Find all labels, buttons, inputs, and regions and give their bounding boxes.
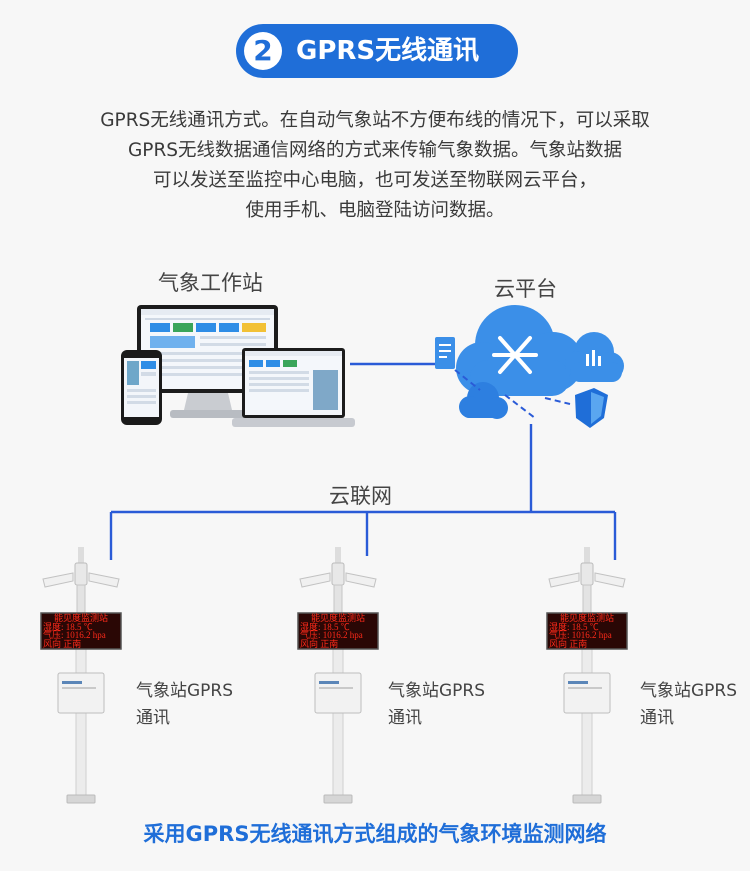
led-row-humidity: 湿度: 18.5 ℃ bbox=[300, 621, 350, 632]
intro-line: 使用手机、电脑登陆访问数据。 bbox=[245, 200, 505, 221]
station-label-line2: 通讯 bbox=[136, 708, 170, 728]
station-label-line1: 气象站GPRS bbox=[136, 681, 234, 701]
led-row-humidity: 湿度: 18.5 ℃ bbox=[549, 621, 599, 632]
weather-station-graphic bbox=[40, 547, 122, 804]
led-title: 能见度监测站 bbox=[53, 613, 108, 623]
intro-line: 可以发送至监控中心电脑，也可发送至物联网云平台， bbox=[152, 170, 597, 191]
cloud-network-label: 云联网 bbox=[329, 484, 392, 508]
weather-station-graphic bbox=[297, 547, 379, 804]
led-row-wind: 风向 正南 bbox=[43, 638, 82, 649]
laptop bbox=[232, 348, 355, 427]
mobile-phone bbox=[121, 350, 162, 425]
weather-station: 能见度监测站 湿度: 18.5 ℃ 气压: 1016.2 hpa 风向 正南 bbox=[537, 545, 637, 805]
led-row-wind: 风向 正南 bbox=[549, 638, 588, 649]
station-label-line2: 通讯 bbox=[388, 708, 422, 728]
workstation-label: 气象工作站 bbox=[158, 271, 263, 295]
led-display-text: 能见度监测站 湿度: 18.5 ℃ 气压: 1016.2 hpa 风向 正南 bbox=[300, 614, 376, 648]
station-label-line1: 气象站GPRS bbox=[388, 681, 486, 701]
cloud-platform-label: 云平台 bbox=[494, 277, 557, 301]
weather-station: 能见度监测站 湿度: 18.5 ℃ 气压: 1016.2 hpa 风向 正南 bbox=[288, 545, 388, 805]
station-label: 气象站GPRS 通讯 bbox=[640, 678, 737, 732]
cloud-platform bbox=[435, 305, 624, 428]
station-label: 气象站GPRS 通讯 bbox=[136, 678, 233, 732]
station-label-line2: 通讯 bbox=[640, 708, 674, 728]
led-display-text: 能见度监测站 湿度: 18.5 ℃ 气压: 1016.2 hpa 风向 正南 bbox=[43, 614, 119, 648]
led-display-text: 能见度监测站 湿度: 18.5 ℃ 气压: 1016.2 hpa 风向 正南 bbox=[549, 614, 625, 648]
footer-caption: 采用GPRS无线通讯方式组成的气象环境监测网络 bbox=[143, 822, 607, 846]
led-title: 能见度监测站 bbox=[559, 613, 614, 623]
intro-line: GPRS无线数据通信网络的方式来传输气象数据。气象站数据 bbox=[127, 140, 623, 161]
intro-paragraph: GPRS无线通讯方式。在自动气象站不方便布线的情况下，可以采取 GPRS无线数据… bbox=[40, 106, 710, 226]
weather-station-graphic bbox=[546, 547, 628, 804]
section-number-badge: 2 bbox=[244, 32, 282, 70]
led-title: 能见度监测站 bbox=[310, 613, 365, 623]
section-title: GPRS无线通讯 bbox=[296, 36, 480, 66]
station-label-line1: 气象站GPRS bbox=[640, 681, 738, 701]
led-row-wind: 风向 正南 bbox=[300, 638, 339, 649]
circuit-icon bbox=[492, 336, 538, 374]
intro-line: GPRS无线通讯方式。在自动气象站不方便布线的情况下，可以采取 bbox=[100, 110, 650, 131]
workstation-devices bbox=[121, 305, 355, 427]
led-row-pressure: 气压: 1016.2 hpa bbox=[549, 630, 612, 640]
led-row-pressure: 气压: 1016.2 hpa bbox=[43, 630, 106, 640]
bottom-cloud-icon bbox=[459, 382, 508, 419]
section-header-pill: 2 GPRS无线通讯 bbox=[236, 24, 518, 78]
cloud-accent-lines bbox=[454, 369, 571, 419]
document-icon bbox=[435, 337, 455, 369]
led-row-humidity: 湿度: 18.5 ℃ bbox=[43, 621, 93, 632]
shield-icon bbox=[575, 388, 608, 428]
weather-station: 能见度监测站 湿度: 18.5 ℃ 气压: 1016.2 hpa 风向 正南 bbox=[31, 545, 131, 805]
station-label: 气象站GPRS 通讯 bbox=[388, 678, 485, 732]
led-row-pressure: 气压: 1016.2 hpa bbox=[300, 630, 363, 640]
connection-lines bbox=[109, 362, 617, 560]
small-cloud-icon bbox=[565, 332, 624, 382]
